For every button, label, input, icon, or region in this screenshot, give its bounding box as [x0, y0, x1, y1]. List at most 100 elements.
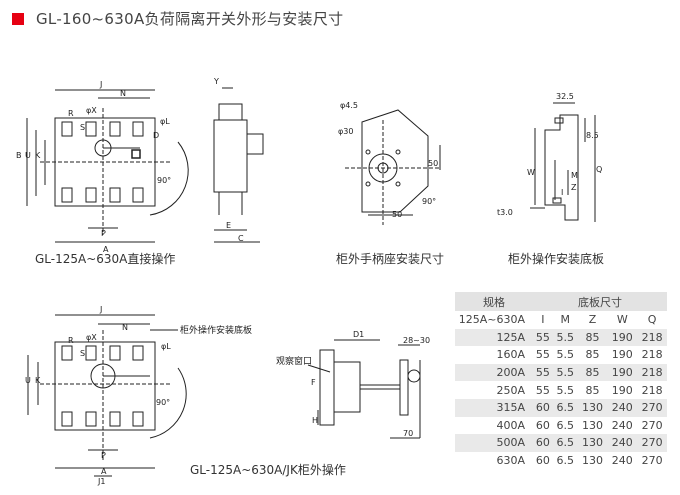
table-header-plate: 底板尺寸	[533, 292, 667, 311]
fig2-side-view	[213, 87, 264, 243]
table-cell-model: 200A	[455, 363, 533, 382]
fig3-label-angle: 90°	[422, 197, 436, 206]
fig1-label-J: J	[99, 80, 102, 89]
table-cell: 55	[533, 328, 553, 347]
table-cell: 130	[577, 451, 608, 470]
table-row: 500A 60 6.5 130 240 270	[455, 434, 667, 452]
page-header: GL-160~630A负荷隔离开关外形与安装尺寸	[12, 8, 343, 29]
fig1-label-X: φX	[86, 106, 97, 115]
caption-handle-base: 柜外手柄座安装尺寸	[336, 252, 445, 266]
table-cell-model: 630A	[455, 451, 533, 470]
fig5-plate-callout: 柜外操作安装底板	[180, 324, 252, 336]
fig1-label-N: N	[120, 89, 126, 98]
table-cell: 130	[577, 398, 608, 417]
fig6-window-callout: 观察窗口	[276, 355, 312, 367]
table-cell: 130	[577, 416, 608, 435]
fig5-jk-front-view	[27, 314, 187, 477]
table-cell: 190	[607, 328, 638, 347]
fig5-label-A: A	[101, 467, 107, 476]
table-cell: 190	[607, 363, 638, 382]
table-range-label: 125A~630A	[455, 311, 533, 329]
fig4-label-Q: Q	[596, 165, 602, 174]
table-cell-model: 125A	[455, 328, 533, 347]
table-row: 400A 60 6.5 130 240 270	[455, 416, 667, 435]
fig1-label-K: K	[35, 151, 41, 160]
fig5-label-N: N	[122, 323, 128, 332]
fig6-label-F: F	[311, 378, 316, 387]
table-col-header: Q	[637, 311, 667, 329]
fig1-label-U: U	[25, 151, 31, 160]
fig6-jk-side-view	[307, 339, 421, 439]
fig2-label-E: E	[226, 221, 231, 230]
table-cell: 60	[533, 398, 553, 417]
table-row: 125A 55 5.5 85 190 218	[455, 328, 667, 347]
table-cell-model: 250A	[455, 381, 533, 399]
fig6-label-H: H	[312, 416, 318, 425]
table-col-header: Z	[577, 311, 608, 329]
table-row: 200A 55 5.5 85 190 218	[455, 363, 667, 382]
table-cell: 130	[577, 434, 608, 452]
table-cell: 270	[637, 398, 667, 417]
table-cell-model: 315A	[455, 398, 533, 417]
fig3-handle-base	[345, 109, 441, 225]
table-cell-model: 500A	[455, 434, 533, 452]
table-cell: 5.5	[552, 346, 578, 364]
fig1-label-S: S	[80, 123, 85, 132]
fig3-label-50v: 50	[428, 159, 438, 168]
fig4-base-plate	[530, 102, 596, 222]
table-cell: 190	[607, 381, 638, 399]
fig4-label-t30: t3.0	[497, 208, 513, 217]
caption-direct-operation: GL-125A~630A直接操作	[35, 252, 176, 266]
fig1-label-D: D	[153, 131, 159, 140]
fig1-label-angle: 90°	[157, 176, 171, 185]
table-row: 315A 60 6.5 130 240 270	[455, 398, 667, 417]
fig4-label-M: M	[571, 171, 578, 180]
table-row: 250A 55 5.5 85 190 218	[455, 381, 667, 399]
caption-base-plate: 柜外操作安装底板	[508, 252, 605, 266]
table-cell: 55	[533, 346, 553, 364]
fig5-label-L: φL	[161, 342, 171, 351]
table-row: 125A~630A I M Z W Q	[455, 311, 667, 329]
table-cell: 60	[533, 451, 553, 470]
table-cell: 5.5	[552, 381, 578, 399]
fig4-label-I: I	[561, 188, 563, 197]
fig5-label-R: R	[68, 336, 74, 345]
fig5-label-K: K	[35, 376, 41, 385]
table-cell: 218	[637, 363, 667, 382]
fig4-label-Z: Z	[571, 183, 577, 192]
table-cell: 6.5	[552, 416, 578, 435]
table-cell: 6.5	[552, 434, 578, 452]
table-cell: 270	[637, 416, 667, 435]
fig5-label-J1: J1	[97, 477, 105, 486]
fig6-label-2830: 28~30	[403, 336, 430, 345]
fig5-label-X: φX	[86, 333, 97, 342]
fig3-label-50h: 50	[392, 210, 402, 219]
table-cell: 5.5	[552, 363, 578, 382]
table-cell: 6.5	[552, 451, 578, 470]
table-cell: 6.5	[552, 398, 578, 417]
table-cell: 218	[637, 328, 667, 347]
fig3-label-d30: φ30	[338, 127, 353, 136]
fig5-label-J: J	[99, 305, 102, 314]
page-title: GL-160~630A负荷隔离开关外形与安装尺寸	[36, 10, 344, 28]
table-cell: 60	[533, 434, 553, 452]
fig2-label-Y: Y	[213, 77, 219, 86]
table-cell: 270	[637, 451, 667, 470]
table-cell: 85	[577, 346, 608, 364]
table-cell: 190	[607, 346, 638, 364]
table-row: 630A 60 6.5 130 240 270	[455, 451, 667, 470]
table-header-spec: 规格	[455, 292, 533, 311]
fig6-label-D1: D1	[353, 330, 364, 339]
table-cell: 55	[533, 381, 553, 399]
fig5-label-P: P	[101, 451, 106, 460]
fig1-label-R: R	[68, 109, 74, 118]
table-cell-model: 160A	[455, 346, 533, 364]
table-cell-model: 400A	[455, 416, 533, 435]
fig4-label-325: 32.5	[556, 92, 574, 101]
fig6-label-70: 70	[403, 429, 413, 438]
table-cell: 240	[607, 416, 638, 435]
fig2-label-C: C	[238, 234, 244, 243]
table-cell: 85	[577, 381, 608, 399]
header-marker-icon	[12, 12, 24, 25]
